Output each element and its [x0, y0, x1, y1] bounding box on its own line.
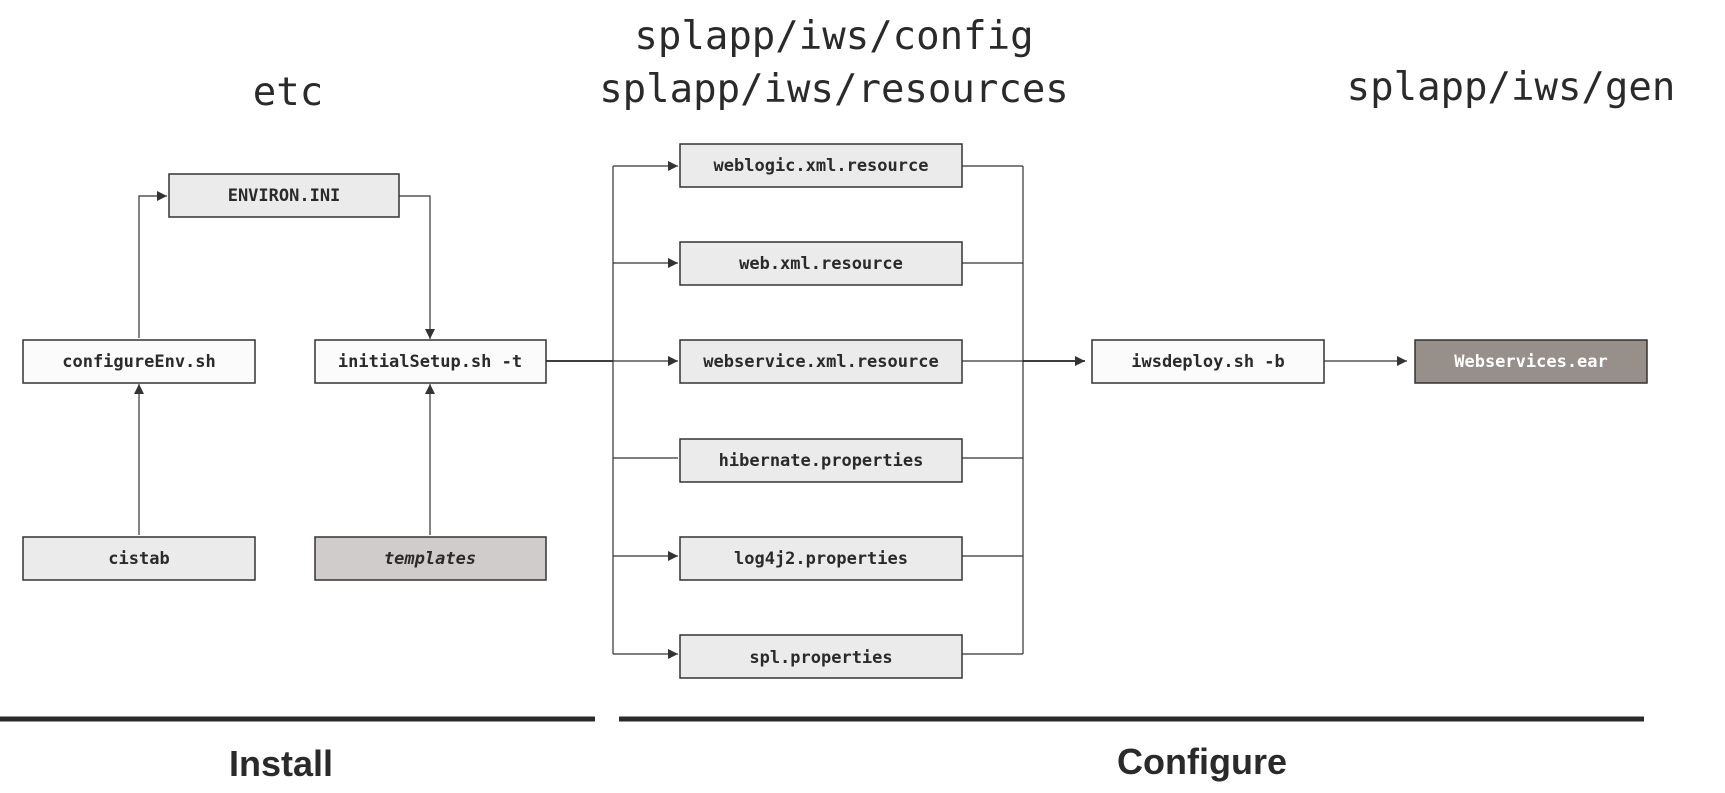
install-connectors — [134, 191, 435, 535]
templates-box: templates — [314, 536, 547, 581]
fanout-connectors — [546, 161, 678, 659]
log4j2-box: log4j2.properties — [679, 536, 963, 581]
cistab-box: cistab — [22, 536, 256, 581]
webservices-ear-box: Webservices.ear — [1414, 339, 1648, 384]
templates-label: templates — [384, 549, 476, 569]
spl-properties-label: spl.properties — [749, 648, 892, 668]
header-gen: splapp/iws/gen — [1347, 65, 1676, 110]
initial-setup-label: initialSetup.sh -t — [338, 352, 522, 372]
arrow-environ-to-initialsetup — [399, 195, 435, 339]
webservice-xml-box: webservice.xml.resource — [679, 339, 963, 384]
log4j2-label: log4j2.properties — [734, 549, 908, 569]
environ-ini-label: ENVIRON.INI — [228, 186, 341, 206]
header-etc: etc — [253, 70, 323, 115]
weblogic-xml-label: weblogic.xml.resource — [714, 156, 929, 176]
phase-configure-label: Configure — [1117, 741, 1287, 782]
environ-ini-box: ENVIRON.INI — [168, 173, 400, 218]
iwsdeploy-label: iwsdeploy.sh -b — [1131, 352, 1285, 372]
web-xml-label: web.xml.resource — [739, 254, 903, 274]
iwsdeploy-box: iwsdeploy.sh -b — [1091, 339, 1325, 384]
header-config: splapp/iws/config — [634, 14, 1033, 59]
phase-install-label: Install — [229, 743, 333, 784]
spl-properties-box: spl.properties — [679, 634, 963, 679]
hibernate-label: hibernate.properties — [719, 451, 924, 471]
configure-env-box: configureEnv.sh — [22, 339, 256, 384]
header-resources: splapp/iws/resources — [599, 67, 1069, 112]
hibernate-box: hibernate.properties — [679, 438, 963, 483]
configure-env-label: configureEnv.sh — [62, 352, 216, 372]
web-xml-box: web.xml.resource — [679, 241, 963, 286]
arrow-configureenv-to-environ — [138, 191, 167, 338]
webservice-xml-label: webservice.xml.resource — [703, 352, 938, 372]
weblogic-xml-box: weblogic.xml.resource — [679, 143, 963, 188]
cistab-label: cistab — [108, 549, 169, 569]
initial-setup-box: initialSetup.sh -t — [314, 339, 547, 384]
webservices-ear-label: Webservices.ear — [1454, 352, 1608, 372]
fanin-connectors — [958, 165, 1407, 655]
